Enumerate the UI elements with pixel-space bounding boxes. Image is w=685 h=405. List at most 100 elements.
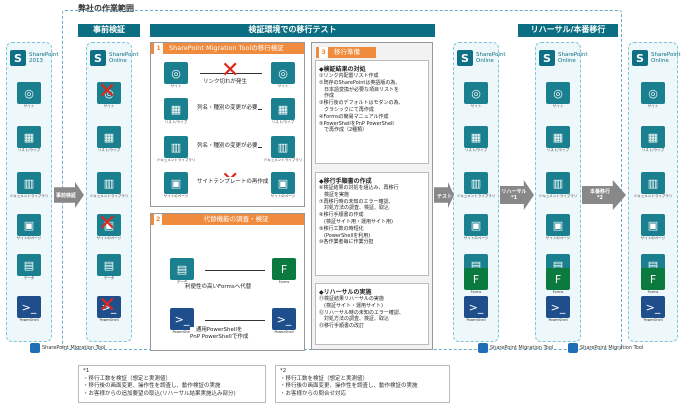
online-label: SharePoint — [558, 52, 588, 58]
list-icon: ▦ — [641, 126, 665, 148]
tile-caption: PowerShell — [548, 318, 568, 322]
panel1-issue: リンク切れが発生 — [203, 77, 248, 85]
site-icon: ◎ — [546, 82, 570, 104]
prep-section-line: ⑫リハーサル時の未知のエラー確認、 — [319, 309, 404, 316]
list-icon: ▦ — [164, 98, 188, 120]
sitepage-tile: ▣サイトのページ — [156, 172, 196, 199]
list-icon: ▦ — [97, 126, 121, 148]
site-tile: ◎サイト — [538, 82, 578, 109]
site-icon: ◎ — [17, 82, 41, 104]
tile-caption: ドキュメントライブラリ — [538, 194, 578, 198]
tile-caption: サイトのページ — [16, 236, 42, 240]
prep-section-line: ④Formsの簡易マニュアル作成 — [319, 113, 389, 120]
tile-caption: ドキュメントライブラリ — [156, 158, 196, 162]
error-cross-icon: ✕ — [98, 293, 117, 318]
prep-section-line: ⑪検証結果リハーサルの実施 — [319, 296, 384, 302]
tile-caption: サイトのページ — [545, 236, 571, 240]
tile-caption: リスト/ライブ — [464, 148, 488, 152]
tile-caption: ドキュメントライブラリ — [456, 194, 496, 198]
powershell-icon: >_ — [97, 296, 121, 318]
panel3-title: 移行準備 — [334, 48, 360, 56]
tile-caption: PowerShell — [466, 318, 486, 322]
list-tile: ▦リスト/ライブ — [633, 126, 673, 153]
list-tile: ▦リスト/ライブ — [538, 126, 578, 153]
phase-migration-test: 検証環境での移行テスト — [150, 24, 435, 37]
tile-caption: データ — [23, 276, 35, 280]
error-cross-icon: ✕ — [98, 211, 117, 236]
forms-icon: F — [272, 258, 296, 280]
sharepoint-icon: S — [90, 50, 106, 66]
prep-section-line: ②既存のSharePointは英語版の為、 — [319, 79, 401, 86]
error-cross-icon: ✕ — [221, 58, 240, 83]
powershell-tile: >_PowerShell — [162, 308, 202, 334]
site-icon: ◎ — [97, 82, 121, 104]
tile-caption: Forms — [278, 280, 290, 284]
phase-pre-verification: 事前検証 — [78, 24, 140, 37]
note1-mark: *1 — [83, 368, 90, 374]
doclib-tile: ▥ドキュメントライブラリ — [456, 172, 496, 199]
sitepage-icon: ▣ — [97, 214, 121, 236]
tile-caption: Forms — [552, 290, 564, 294]
powershell-icon: >_ — [546, 296, 570, 318]
panel3-number: 3 — [319, 47, 328, 58]
panel1-issue: 列名・種別の変更が必要 — [197, 103, 258, 111]
powershell-icon: >_ — [17, 296, 41, 318]
tile-caption: リスト/ライブ — [641, 148, 665, 152]
sitepage-tile: ▣サイトのページ — [538, 214, 578, 241]
prep-section-line: 対処方法の調査、検証、取込 — [319, 316, 390, 323]
prep-section-line: (PowerShellを利用) — [319, 232, 371, 239]
tile-caption: サイト — [647, 104, 659, 108]
doclib-tile: ▥ドキュメントライブラリ — [538, 172, 578, 199]
online-version: Online — [109, 58, 127, 64]
tile-caption: ドキュメントライブラリ — [633, 194, 673, 198]
migration-tool-label: SharePoint Migration Tool — [42, 345, 106, 351]
tile-caption: サイトのページ — [463, 236, 489, 240]
tile-caption: サイト — [170, 84, 182, 88]
prep-section-line: 対処方法の調査、検証、取込 — [319, 205, 390, 212]
migration-tool-icon — [478, 343, 488, 353]
powershell-icon: >_ — [641, 296, 665, 318]
online-label: SharePoint — [651, 52, 681, 58]
note2-line: ・移行工数を検証（想定と実測値） — [280, 375, 369, 382]
tile-caption: PowerShell — [99, 318, 119, 322]
forms-icon: F — [464, 268, 488, 290]
tile-caption: サイトのページ — [163, 194, 189, 198]
doclib-tile: ▥ドキュメントライブラリ — [263, 136, 303, 163]
tile-caption: サイトのページ — [640, 236, 666, 240]
prep-section-line: ⑧移行手順書の作成 — [319, 212, 364, 219]
sharepoint-icon: S — [457, 50, 473, 66]
sp2013-version: 2013 — [29, 58, 43, 64]
sitepage-icon: ▣ — [641, 214, 665, 236]
online-version: Online — [651, 58, 669, 64]
prep-section-line: ⑬移行手順書の改訂 — [319, 323, 365, 330]
site-icon: ◎ — [164, 62, 188, 84]
site-tile: ◎サイト — [263, 62, 303, 89]
note2-line: ・移行後の画面変更、操作性を調査し、動作検証の実施 — [280, 383, 418, 389]
tile-caption: ドキュメントライブラリ — [263, 158, 303, 162]
doclib-icon: ▥ — [641, 172, 665, 194]
migration-tool-2: SharePoint Migration Tool — [478, 343, 553, 353]
list-tile: ▦リスト/ライブ — [156, 98, 196, 125]
panel2-title: 代替機能の調査・検証 — [203, 215, 269, 223]
prep-section-line: ③移行後のデフォルトはモダンの為、 — [319, 100, 404, 107]
note-rehearsal: *1 ・移行工数を検証（想定と実測値） ・移行後の画面変更、操作性を調査し、動作… — [78, 365, 266, 403]
note1-line: ・お客様からの追加要望の取込(リハーサル結果実施込み部分) — [83, 390, 236, 397]
powershell-tile: >_PowerShell — [264, 308, 304, 334]
prep-section-line: クラシックにて再作成 — [319, 106, 374, 113]
tile-caption: ドキュメントライブラリ — [89, 194, 129, 198]
note2-line: ・お客様からの問合せ対応 — [280, 390, 347, 397]
migration-tool-label: SharePoint Migration Tool — [580, 345, 644, 351]
tile-caption: Forms — [647, 290, 659, 294]
prep-section-line: で再作成（2種類） — [319, 127, 368, 134]
panel2-item-forms: 利便性の高いFormsへ代替 — [185, 282, 252, 290]
connector-line — [205, 320, 265, 321]
prep-section-title: ◆リハーサルの実施 — [319, 289, 372, 296]
data-icon: ▤ — [170, 258, 194, 280]
site-tile: ◎サイト — [9, 82, 49, 109]
